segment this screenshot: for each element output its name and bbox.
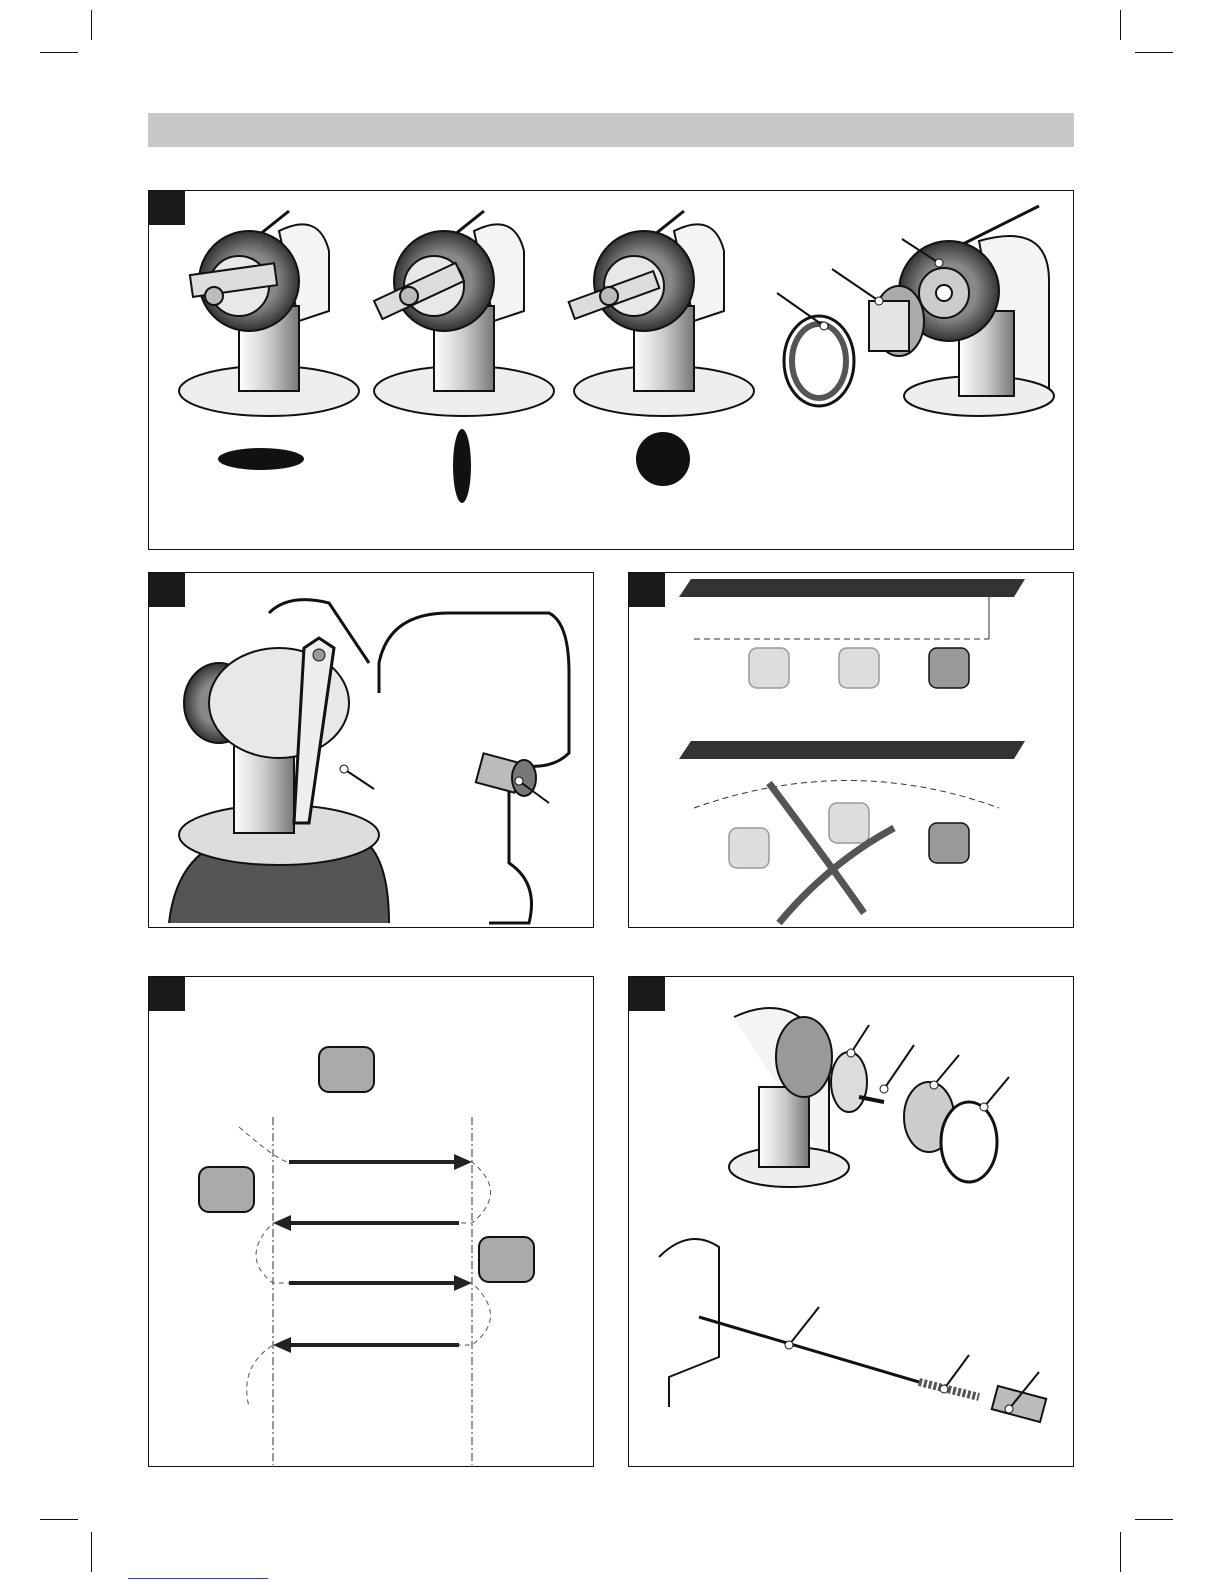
figure-trigger-adjuster bbox=[148, 572, 594, 928]
figure-stroke-technique bbox=[148, 976, 594, 1467]
spray-distance-illustration bbox=[629, 573, 1074, 928]
section-header-bar bbox=[148, 113, 1074, 147]
stroke-technique-illustration bbox=[149, 977, 594, 1467]
crop-mark bbox=[91, 1532, 92, 1572]
trigger-adjuster-illustration bbox=[149, 573, 594, 928]
pattern-circle bbox=[636, 432, 690, 486]
crop-mark bbox=[40, 1519, 78, 1520]
crop-mark bbox=[1120, 1532, 1121, 1572]
disassembly-illustration bbox=[629, 977, 1074, 1467]
figure-disassembly bbox=[628, 976, 1074, 1467]
nozzle-exploded-assembly bbox=[777, 206, 1054, 416]
figure-spray-distance bbox=[628, 572, 1074, 928]
crop-mark bbox=[40, 52, 78, 53]
nozzle-round-setting bbox=[569, 211, 754, 416]
nozzle-vertical-setting bbox=[374, 211, 554, 416]
pattern-vertical-ellipse bbox=[453, 429, 471, 503]
crop-mark bbox=[1135, 52, 1173, 53]
bottom-link-underline bbox=[128, 1578, 268, 1579]
crop-mark bbox=[1135, 1519, 1173, 1520]
crop-mark bbox=[1120, 10, 1121, 40]
crop-mark bbox=[91, 10, 92, 40]
pattern-horizontal-ellipse bbox=[218, 448, 304, 470]
nozzle-horizontal-setting bbox=[179, 211, 359, 416]
nozzle-settings-illustration bbox=[149, 191, 1074, 550]
figure-nozzle-settings bbox=[148, 190, 1074, 550]
